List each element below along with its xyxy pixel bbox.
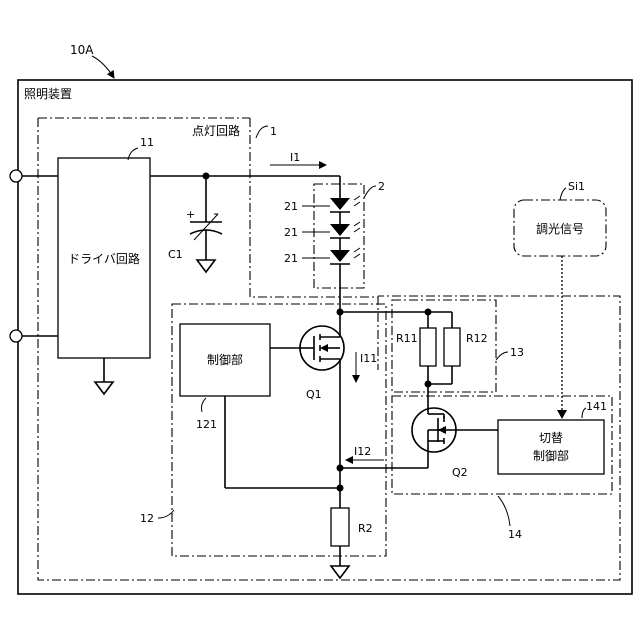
- r11-ref: R11: [396, 332, 418, 345]
- switch-controller-label-line2: 制御部: [533, 448, 569, 463]
- r2-ref: R2: [358, 522, 373, 535]
- lighting-circuit-ref: 1: [270, 125, 277, 138]
- switch-controller-ref: 141: [586, 400, 607, 413]
- driver-ground-symbol: [95, 382, 113, 394]
- block-12-ref: 12: [140, 512, 154, 525]
- switch-controller-label-line1: 切替: [539, 431, 563, 445]
- led-module-ref: 2: [378, 180, 385, 193]
- current-i11-label: I11: [360, 352, 377, 365]
- input-terminal-bottom: [10, 330, 22, 342]
- lighting-circuit-leader: [256, 126, 268, 138]
- device-ref-label: 10A: [70, 43, 94, 57]
- led-1-ref: 21: [284, 200, 298, 213]
- capacitor-ref: C1: [168, 248, 183, 261]
- resistor-r12: [444, 328, 460, 366]
- block-14-ref: 14: [508, 528, 522, 541]
- current-i1-label: I1: [290, 151, 300, 164]
- dimming-signal-arrowhead: [557, 410, 567, 419]
- input-terminal-top: [10, 170, 22, 182]
- switch-controller-box: [498, 420, 604, 474]
- block-13-ref: 13: [510, 346, 524, 359]
- q1-ref: Q1: [306, 388, 322, 401]
- led-2-ref: 21: [284, 226, 298, 239]
- driver-circuit-label: ドライバ回路: [68, 251, 140, 266]
- r2-ground-symbol: [331, 566, 349, 578]
- led-3-ref: 21: [284, 252, 298, 265]
- signal-ref: Si1: [568, 180, 585, 193]
- driver-ref-label: 11: [140, 136, 154, 149]
- current-i12-label: I12: [354, 445, 371, 458]
- r12-ref: R12: [466, 332, 488, 345]
- led-3: [330, 250, 350, 262]
- device-name-label: 照明装置: [24, 87, 72, 101]
- controller-label: 制御部: [207, 352, 243, 367]
- resistor-r11: [420, 328, 436, 366]
- resistor-r2: [331, 508, 349, 546]
- led-2: [330, 224, 350, 236]
- capacitor-ground-symbol: [197, 260, 215, 272]
- q2-ref: Q2: [452, 466, 468, 479]
- capacitor-polarity: +: [186, 208, 195, 221]
- controller-ref: 121: [196, 418, 217, 431]
- lighting-circuit-label: 点灯回路: [192, 123, 240, 138]
- dimming-signal-label: 調光信号: [536, 222, 584, 236]
- device-ref-leader: [92, 56, 114, 78]
- led-1: [330, 198, 350, 210]
